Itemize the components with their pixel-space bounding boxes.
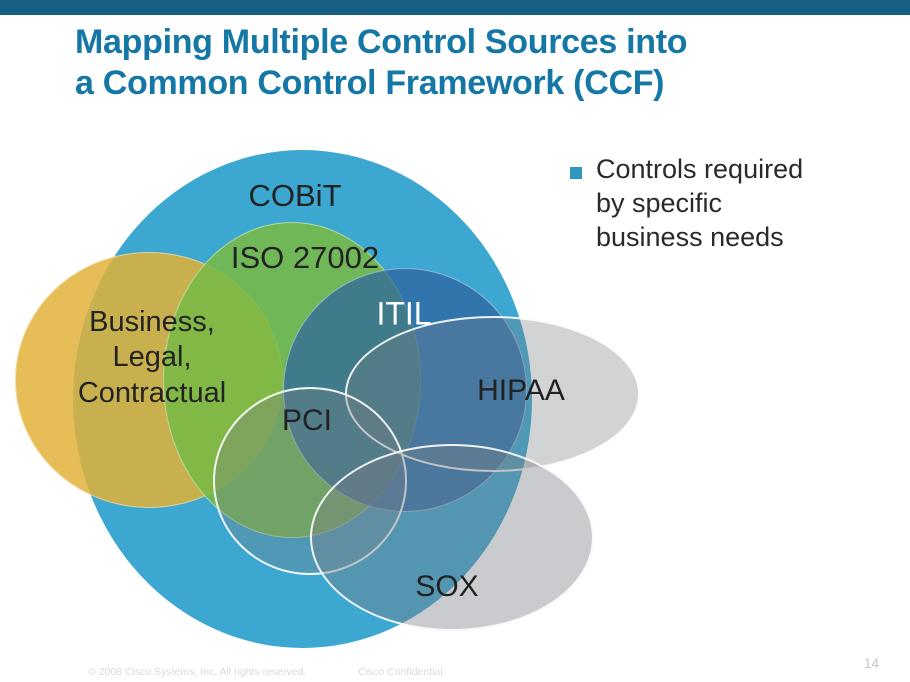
bullet-text-line-3: business needs bbox=[596, 222, 784, 252]
iso-27002-label: ISO 27002 bbox=[230, 240, 380, 275]
cobit-label: COBiT bbox=[248, 178, 342, 213]
top-accent-bar bbox=[0, 0, 910, 15]
bullet-text-line-2: by specific bbox=[596, 188, 723, 218]
sox-label: SOX bbox=[415, 570, 479, 603]
business-legal-contractual-label: Business, Legal, Contractual bbox=[78, 305, 226, 411]
itil-label: ITIL bbox=[376, 295, 432, 332]
slide-title-line-2: a Common Control Framework (CCF) bbox=[75, 64, 665, 102]
business-label-line-2: Legal, bbox=[112, 341, 192, 374]
bullet-text-line-1: Controls required bbox=[596, 154, 804, 184]
bullet-marker-icon bbox=[570, 167, 582, 179]
sox-ellipse bbox=[310, 444, 594, 631]
slide-title-line-1: Mapping Multiple Control Sources into bbox=[75, 23, 688, 61]
confidential-text: Cisco Confidential bbox=[358, 666, 443, 678]
copyright-text: © 2008 Cisco Systems, Inc. All rights re… bbox=[88, 666, 307, 678]
business-label-line-1: Business, bbox=[89, 305, 215, 338]
page-number: 14 bbox=[864, 656, 880, 671]
hipaa-label: HIPAA bbox=[477, 374, 565, 407]
business-label-line-3: Contractual bbox=[77, 376, 227, 409]
slide-title: Mapping Multiple Control Sources into a … bbox=[75, 22, 688, 104]
pci-label: PCI bbox=[281, 404, 333, 437]
bullet-text: Controls required by specific business n… bbox=[596, 152, 910, 254]
